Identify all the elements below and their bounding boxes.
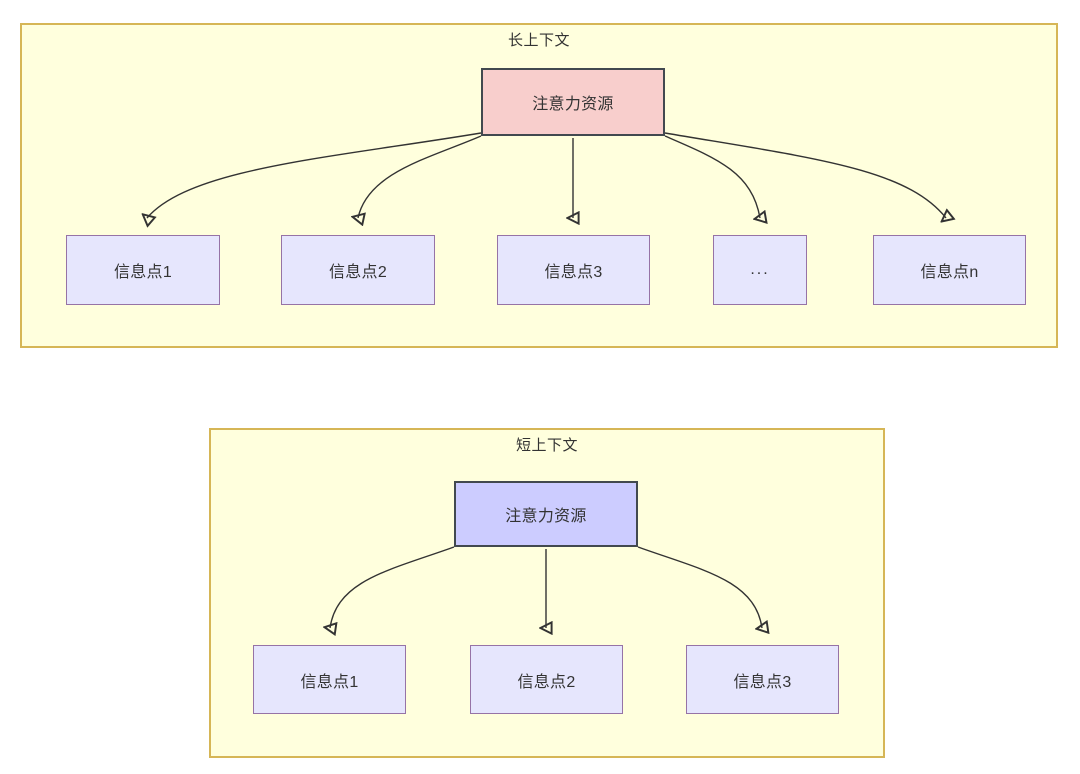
group-short-context-title: 短上下文	[515, 437, 578, 454]
node-label: 信息点2	[517, 673, 576, 691]
node-label: 注意力资源	[505, 508, 587, 525]
node-label: 信息点1	[113, 264, 173, 281]
node-attention-resource-long[interactable]: 注意力资源	[481, 68, 665, 136]
node-info-point-2-long[interactable]: 信息点2	[281, 235, 435, 305]
group-long-context-title: 长上下文	[507, 32, 570, 49]
node-info-point-2-short[interactable]: 信息点2	[470, 645, 623, 714]
node-info-point-3-short[interactable]: 信息点3	[686, 645, 839, 714]
node-info-point-n-long[interactable]: 信息点n	[873, 235, 1026, 305]
node-info-point-3-long[interactable]: 信息点3	[497, 235, 650, 305]
node-label: 信息点2	[328, 264, 388, 281]
node-attention-resource-short[interactable]: 注意力资源	[454, 481, 638, 547]
node-info-point-1-short[interactable]: 信息点1	[253, 645, 406, 714]
node-label: 信息点1	[300, 673, 359, 691]
node-label: 信息点n	[920, 264, 979, 281]
node-label: 注意力资源	[532, 96, 614, 113]
node-label: 信息点3	[544, 264, 603, 281]
node-info-point-1-long[interactable]: 信息点1	[66, 235, 220, 305]
node-info-point-ellipsis-long[interactable]: ...	[713, 235, 807, 305]
node-label: 信息点3	[733, 673, 792, 691]
node-label: ...	[750, 261, 770, 278]
